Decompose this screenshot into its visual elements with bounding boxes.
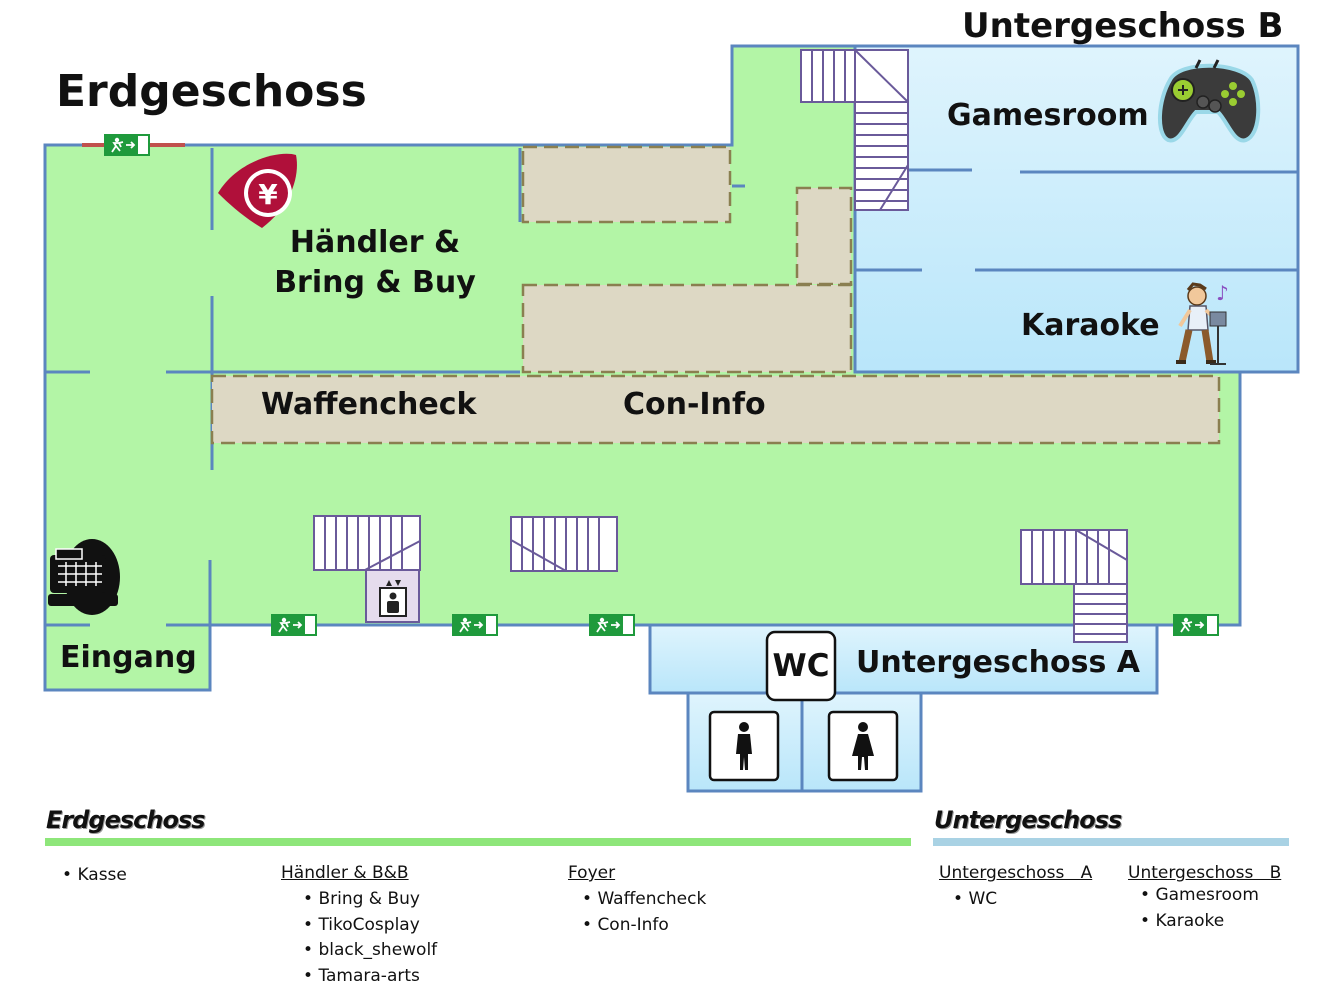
wc-sign-label: WC	[772, 648, 830, 684]
room-label-con-info: Con-Info	[623, 387, 766, 422]
emergency-exit-icon	[1172, 613, 1220, 637]
legend-item: Con-Info	[582, 913, 706, 939]
emergency-exit-icon	[270, 613, 318, 637]
interior-walls	[45, 148, 745, 627]
basement-b-title: Untergeschoss B	[962, 6, 1284, 46]
svg-text:¥: ¥	[258, 178, 278, 211]
staircase-top	[800, 49, 909, 211]
stand-areas	[210, 145, 1221, 445]
legend-col-header: Untergeschoss A	[939, 863, 1093, 883]
legend-ground-heading: Erdgeschoss	[46, 806, 206, 834]
room-label-haendler-line2: Bring & Buy	[274, 265, 476, 300]
staircase-middle	[510, 516, 618, 572]
elevator-icon	[365, 569, 420, 623]
legend-item: Karaoke	[1140, 909, 1281, 935]
legend-col-header: Händler & B&B	[281, 863, 409, 883]
legend-col-haendler: Händler & B&B Bring & Buy TikoCosplay bl…	[281, 863, 437, 989]
legend-item: WC	[953, 887, 1092, 913]
emergency-exit-icon	[451, 613, 499, 637]
legend-col-header: Untergeschoss B	[1128, 863, 1282, 883]
ground-floor-title: Erdgeschoss	[56, 66, 367, 117]
legend-col-ug-b: Untergeschoss B Gamesroom Karaoke	[1128, 863, 1281, 934]
karaoke-singer-icon: ♪	[1176, 281, 1229, 365]
emergency-exit-icon	[588, 613, 636, 637]
men-toilet-icon	[708, 710, 780, 782]
room-label-haendler-line1: Händler &	[289, 225, 461, 260]
wc-sign-box	[765, 630, 837, 702]
legend-item: TikoCosplay	[303, 913, 437, 939]
svg-text:♪: ♪	[1216, 281, 1229, 305]
legend-basement-bar	[933, 838, 1289, 846]
room-label-waffencheck: Waffencheck	[261, 387, 477, 422]
legend-item: black_shewolf	[303, 938, 437, 964]
legend-item: Bring & Buy	[303, 887, 437, 913]
legend-item: Kasse	[62, 863, 126, 889]
legend-item: Waffencheck	[582, 887, 706, 913]
yen-sign-icon: ¥	[218, 153, 297, 228]
legend-col-header: Foyer	[568, 863, 616, 883]
legend-ground-bar	[45, 838, 911, 846]
room-label-eingang: Eingang	[60, 640, 197, 675]
legend-col-kasse: Kasse	[62, 863, 126, 889]
room-label-haendler: Händler & Bring & Buy	[270, 223, 480, 303]
women-toilet-icon	[827, 710, 899, 782]
legend-basement-heading: Untergeschoss	[934, 806, 1122, 834]
legend-item: Tamara-arts	[303, 964, 437, 990]
cash-register-icon	[48, 539, 120, 615]
legend-item: Gamesroom	[1140, 883, 1281, 909]
gamepad-icon	[1157, 59, 1261, 143]
legend-col-foyer: Foyer Waffencheck Con-Info	[568, 863, 706, 938]
legend-col-ug-a: Untergeschoss A WC	[939, 863, 1092, 913]
emergency-exit-icon	[103, 133, 151, 157]
floor-plan: ¥ ♪	[43, 44, 1300, 793]
room-label-karaoke: Karaoke	[1021, 308, 1160, 343]
staircase-right	[1020, 529, 1128, 643]
staircase-left	[313, 515, 421, 571]
room-label-basement-a: Untergeschoss A	[856, 645, 1141, 680]
room-label-gamesroom: Gamesroom	[947, 98, 1149, 133]
